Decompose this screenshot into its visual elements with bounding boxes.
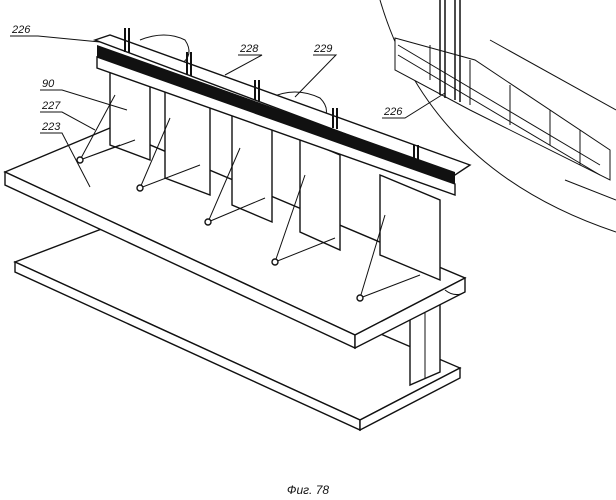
label-223: 223 (41, 121, 61, 133)
label-229: 229 (313, 43, 332, 55)
label-90: 90 (42, 78, 55, 90)
label-227: 227 (41, 100, 61, 112)
label-226: 226 (11, 24, 31, 36)
figure-caption: Фиг. 78 (287, 483, 329, 497)
label-226-inset: 226 (383, 106, 403, 118)
label-228: 228 (239, 43, 259, 55)
